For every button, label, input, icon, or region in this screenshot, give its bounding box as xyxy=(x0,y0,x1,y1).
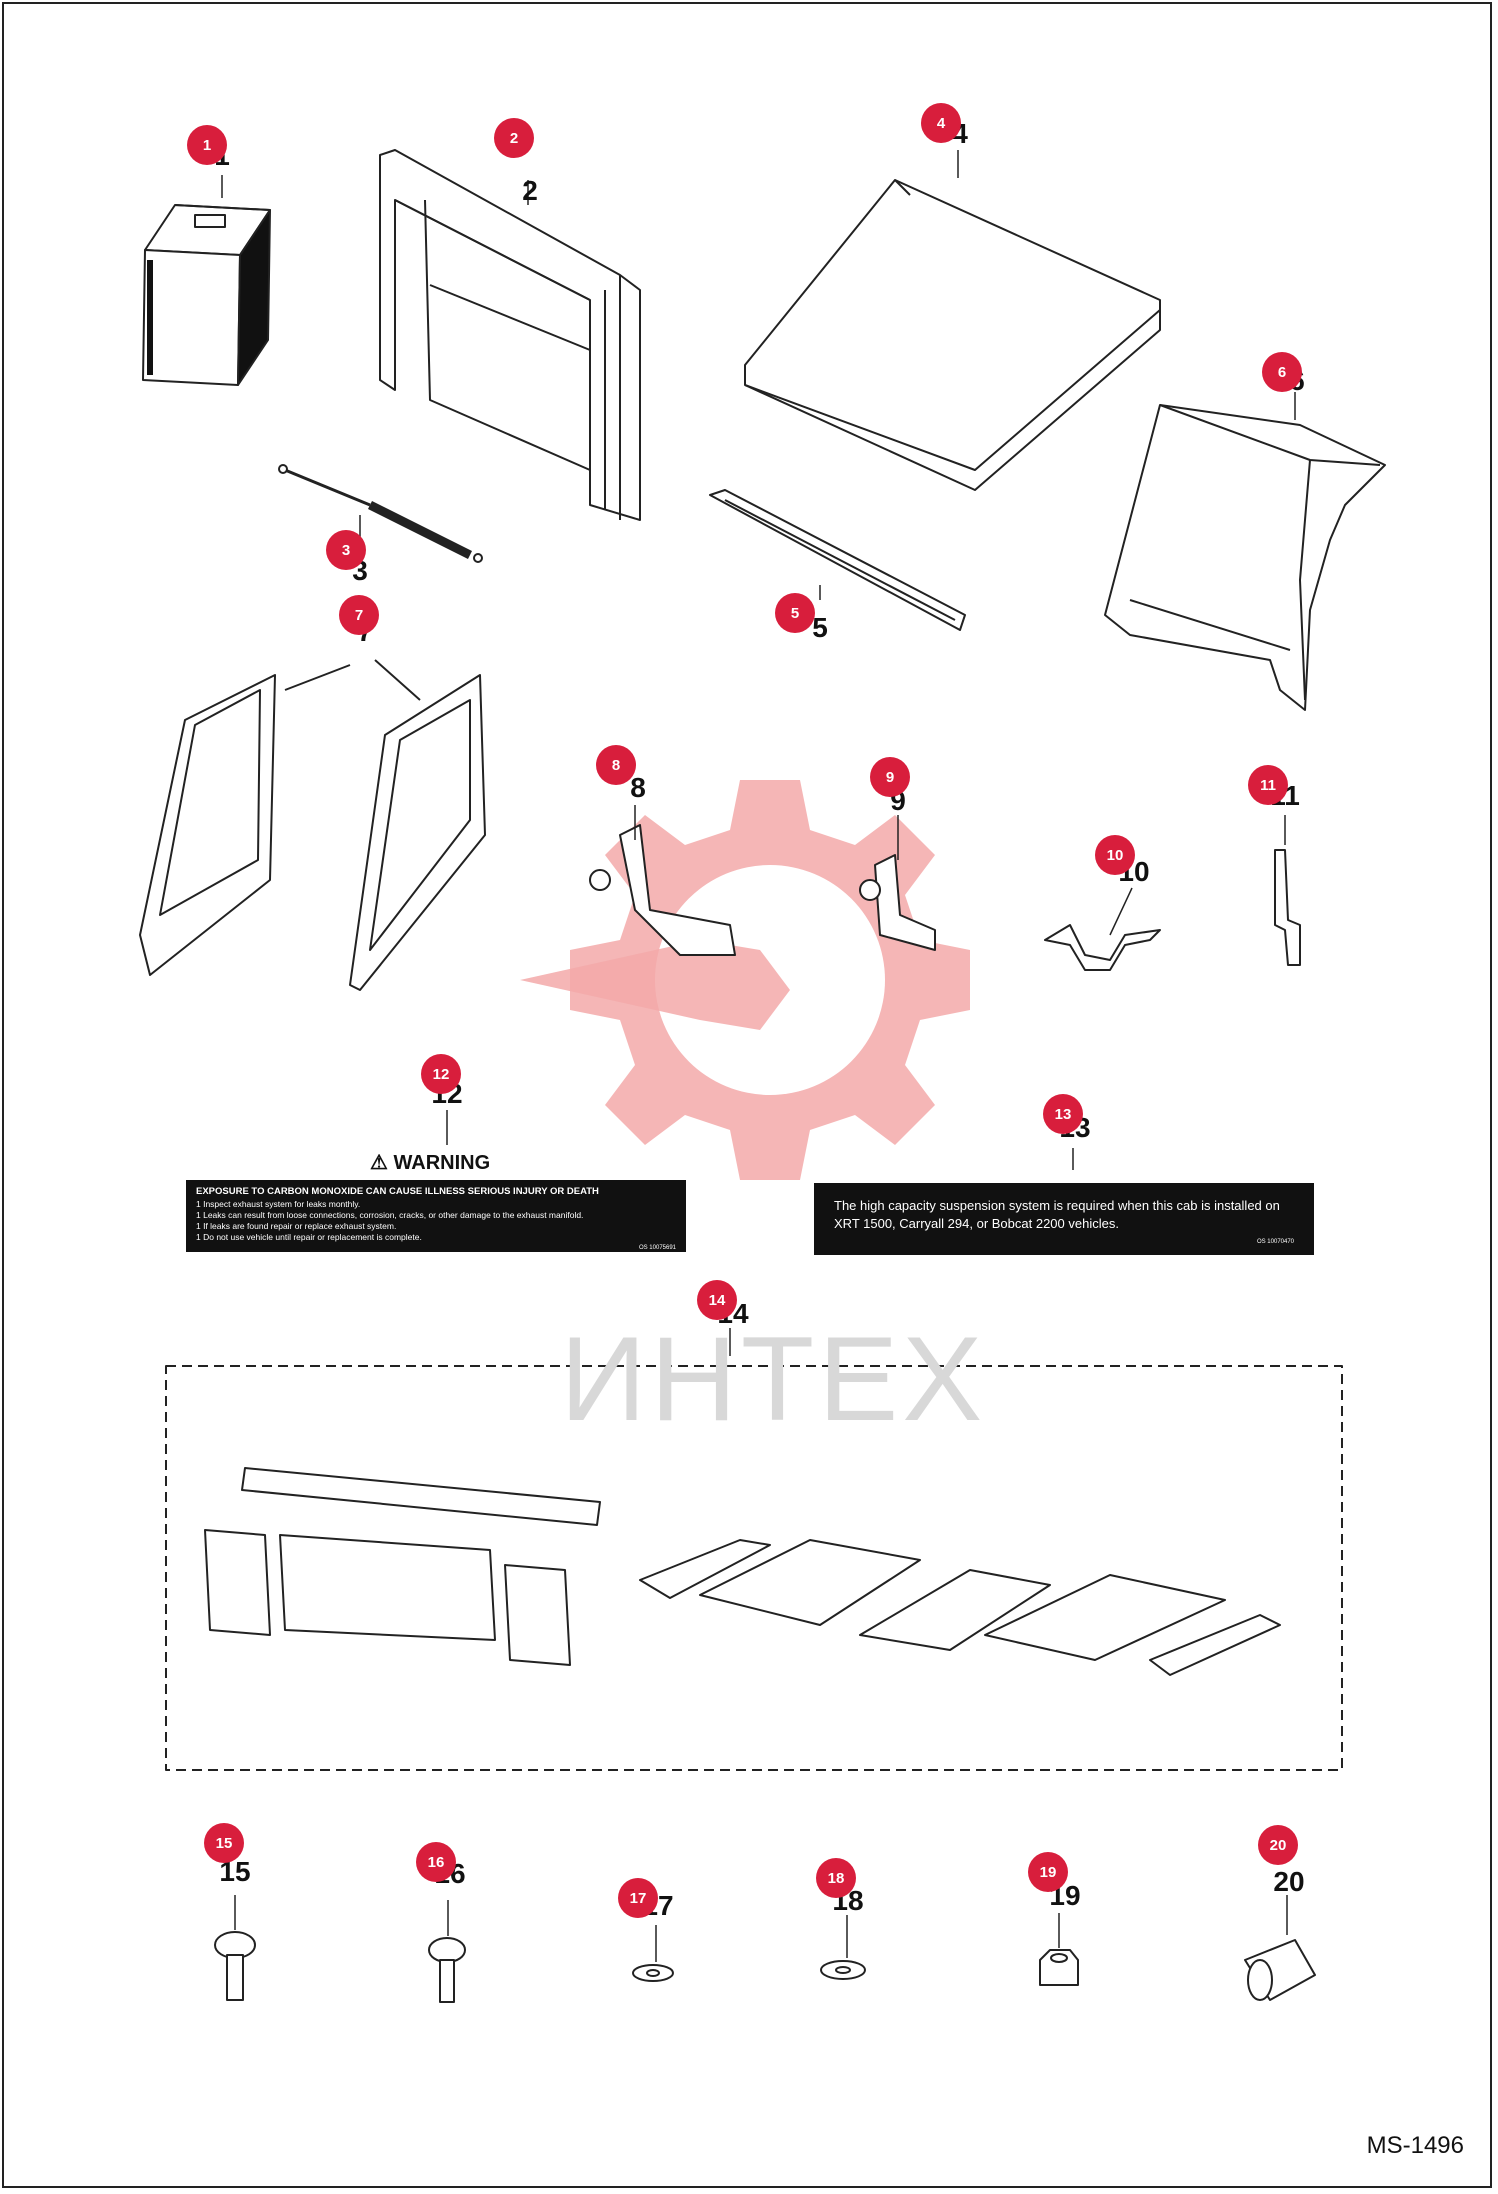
part-badge-7[interactable]: 7 xyxy=(339,595,379,635)
part-badge-2[interactable]: 2 xyxy=(494,118,534,158)
part-badge-4[interactable]: 4 xyxy=(921,103,961,143)
part-3-gas-strut-drawing xyxy=(278,464,483,563)
part-badge-9[interactable]: 9 xyxy=(870,757,910,797)
part-badge-15[interactable]: 15 xyxy=(204,1823,244,1863)
part-number-2: 2 xyxy=(522,175,538,206)
info-decal-code: OS 10070470 xyxy=(1256,1239,1294,1245)
warning-decal-code: OS 10075691 xyxy=(638,1245,676,1251)
part-badge-10[interactable]: 10 xyxy=(1095,835,1135,875)
warning-heading: EXPOSURE TO CARBON MONOXIDE CAN CAUSE IL… xyxy=(196,1186,599,1197)
part-17-washer-drawing xyxy=(632,1964,674,1982)
part-badge-3[interactable]: 3 xyxy=(326,530,366,570)
part-20-cap-drawing xyxy=(1244,1939,1316,2001)
part-badge-13[interactable]: 13 xyxy=(1043,1094,1083,1134)
warning-line-1: 1 Inspect exhaust system for leaks month… xyxy=(196,1199,361,1209)
part-8-latch-drawing xyxy=(589,824,736,956)
part-18-washer-drawing xyxy=(820,1960,866,1980)
part-badge-12[interactable]: 12 xyxy=(421,1054,461,1094)
part-badge-6[interactable]: 6 xyxy=(1262,352,1302,392)
part-13-info-decal: The high capacity suspension system is r… xyxy=(814,1183,1314,1255)
part-15-screw-drawing xyxy=(214,1931,256,2001)
part-badge-17[interactable]: 17 xyxy=(618,1878,658,1918)
part-10-clamp-drawing xyxy=(1044,924,1161,971)
part-number-8: 8 xyxy=(630,772,646,803)
warning-line-4: 1 Do not use vehicle until repair or rep… xyxy=(196,1232,422,1242)
part-19-nut-drawing xyxy=(1039,1949,1079,1986)
part-2-frame-drawing xyxy=(379,149,641,521)
part-badge-16[interactable]: 16 xyxy=(416,1842,456,1882)
warning-line-2: 1 Leaks can result from loose connection… xyxy=(196,1210,584,1220)
watermark-text: ИНТЕХ xyxy=(560,1312,987,1446)
warning-line-3: 1 If leaks are found repair or replace e… xyxy=(196,1221,397,1231)
part-14-kit-boundary xyxy=(165,1365,1343,1771)
part-1-box-drawing xyxy=(142,204,271,386)
part-9-latch-drawing xyxy=(859,854,936,951)
part-number-20: 20 xyxy=(1273,1866,1305,1897)
part-badge-19[interactable]: 19 xyxy=(1028,1852,1068,1892)
info-decal-text: The high capacity suspension system is r… xyxy=(834,1198,1280,1231)
part-number-5: 5 xyxy=(812,612,828,643)
part-badge-1[interactable]: 1 xyxy=(187,125,227,165)
part-12-warning-decal: EXPOSURE TO CARBON MONOXIDE CAN CAUSE IL… xyxy=(186,1180,686,1252)
part-7-doors-drawing xyxy=(139,659,486,991)
part-14-foam-pads-drawing xyxy=(204,1467,1281,1676)
part-5-rail-drawing xyxy=(709,489,966,631)
part-6-rear-panel-drawing xyxy=(1104,404,1386,711)
part-badge-11[interactable]: 11 xyxy=(1248,765,1288,805)
part-11-bracket-drawing xyxy=(1274,849,1301,966)
part-16-screw-drawing xyxy=(428,1937,466,2003)
leader-lines xyxy=(221,150,1296,1962)
part-badge-5[interactable]: 5 xyxy=(775,593,815,633)
part-badge-8[interactable]: 8 xyxy=(596,745,636,785)
warning-title: ⚠ WARNING xyxy=(370,1152,491,1174)
part-badge-18[interactable]: 18 xyxy=(816,1858,856,1898)
part-badge-20[interactable]: 20 xyxy=(1258,1825,1298,1865)
watermark-wrench xyxy=(520,940,790,1030)
drawing-code: MS-1496 xyxy=(1366,2132,1464,2159)
part-4-roof-panel-drawing xyxy=(744,179,1161,491)
part-badge-14[interactable]: 14 xyxy=(697,1280,737,1320)
